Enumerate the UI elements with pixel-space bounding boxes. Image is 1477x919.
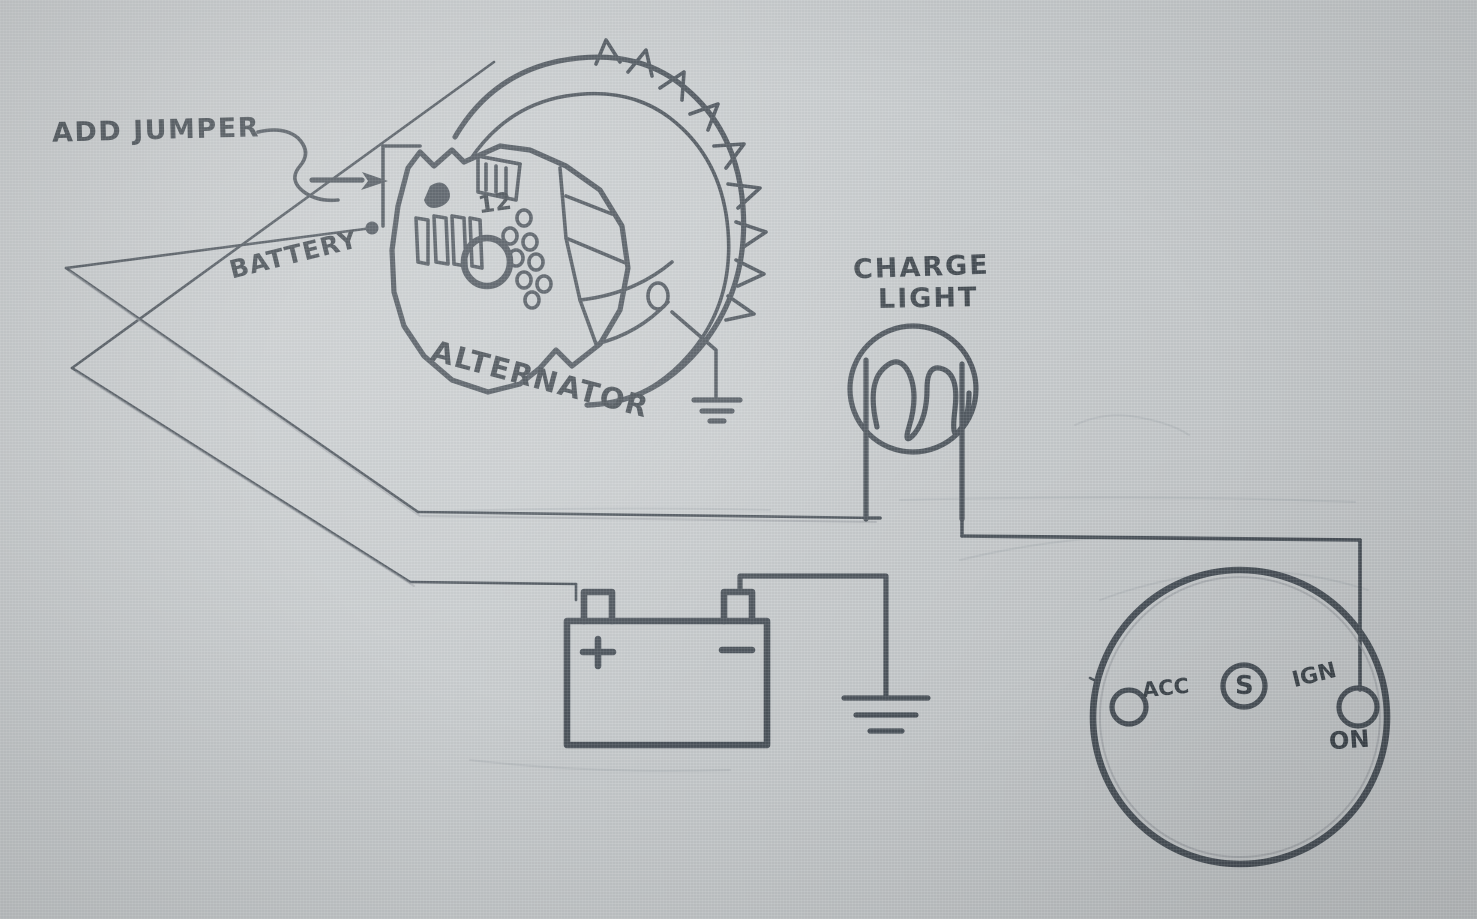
ignition-switch-group[interactable] bbox=[1088, 566, 1391, 868]
alternator-rear-housing-arc bbox=[452, 54, 747, 408]
label-terminal-on: ON bbox=[1328, 724, 1371, 756]
battery-ground-symbol bbox=[841, 695, 931, 734]
charge-light-filament bbox=[870, 359, 972, 442]
alternator-case-seam-3 bbox=[564, 194, 614, 216]
label-charge-light-line2: LIGHT bbox=[877, 282, 979, 315]
alternator-bolt-hole bbox=[646, 281, 670, 311]
label-terminal-s: S bbox=[1235, 671, 1254, 701]
alternator-stud bbox=[424, 182, 450, 208]
battery-positive-post bbox=[580, 588, 616, 625]
label-charge-light-line1: CHARGE bbox=[852, 249, 991, 286]
charge-light-group bbox=[847, 323, 979, 522]
jumper-junction-dot bbox=[365, 221, 379, 235]
label-terminal-acc: ACC bbox=[1140, 673, 1191, 703]
alternator-vent-holes bbox=[501, 208, 553, 310]
battery-feed-cable-group bbox=[64, 60, 882, 602]
alternator-ground-symbol bbox=[691, 397, 743, 424]
alternator-rear-housing-inner-arc bbox=[468, 91, 731, 408]
stray-pencil-tick bbox=[1088, 676, 1096, 682]
battery-negative-ground-wire bbox=[737, 573, 889, 701]
add-jumper-callout-group bbox=[256, 128, 388, 203]
ignition-terminal-acc[interactable] bbox=[1109, 687, 1149, 727]
jumper-wire-group bbox=[365, 144, 422, 235]
cable-pencil-doubling bbox=[69, 271, 877, 587]
battery-cable-upper-left bbox=[64, 226, 374, 270]
alternator-cooling-slots bbox=[414, 214, 484, 270]
alternator-case-seam-5 bbox=[578, 260, 674, 302]
alternator-group bbox=[389, 38, 768, 424]
jumper-arrow-head bbox=[361, 172, 388, 190]
battery-cable-upper-run bbox=[416, 510, 882, 520]
alternator-ground-wire bbox=[670, 310, 718, 402]
alternator-case-seam-2 bbox=[564, 236, 630, 266]
battery-ground-group bbox=[737, 573, 931, 734]
battery-group bbox=[563, 588, 771, 749]
battery-cable-lower-run bbox=[408, 580, 578, 586]
alternator-terminal-block bbox=[476, 154, 522, 202]
bus-charge-light-to-ignition bbox=[960, 534, 1362, 542]
charge-light-bulb-circle bbox=[847, 323, 979, 455]
alternator-fan-fins bbox=[594, 38, 768, 322]
label-alternator-marking: 12 bbox=[476, 186, 514, 220]
battery-cable-lower-right bbox=[70, 366, 412, 584]
jumper-leader-line bbox=[256, 128, 340, 203]
battery-cable-lower-left bbox=[70, 60, 496, 370]
battery-plus-symbol bbox=[579, 635, 617, 670]
ignition-switch-bezel-inner bbox=[1099, 576, 1381, 858]
battery-cable-upper-right bbox=[64, 266, 420, 514]
ignition-terminal-s[interactable] bbox=[1220, 662, 1268, 710]
label-add-jumper: ADD JUMPER bbox=[51, 112, 261, 149]
alternator-case-seam-1 bbox=[558, 166, 598, 346]
ignition-terminal-ign[interactable] bbox=[1336, 685, 1380, 729]
ignition-switch-bezel bbox=[1089, 566, 1391, 868]
main-bus-group bbox=[864, 516, 1362, 692]
battery-negative-post bbox=[720, 588, 756, 625]
battery-case bbox=[563, 617, 771, 749]
